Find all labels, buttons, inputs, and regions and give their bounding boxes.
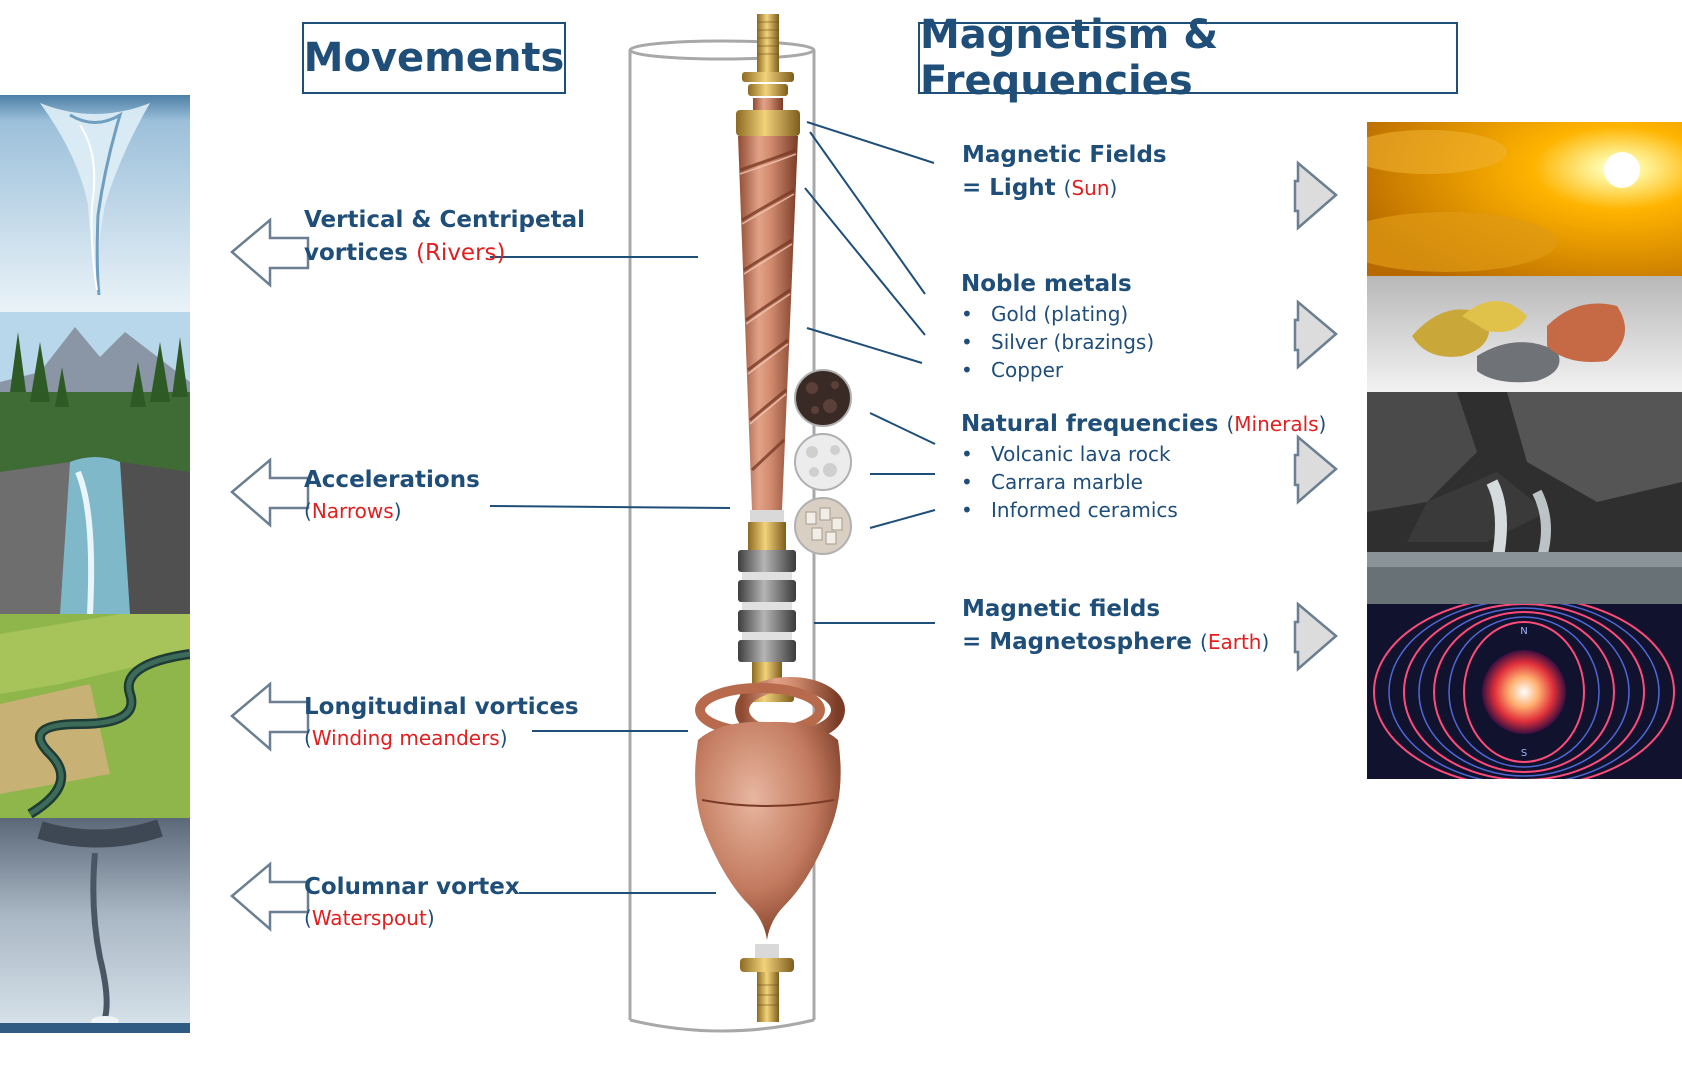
label-noble-metals: Noble metals [961,271,1132,297]
list-item: •Carrara marble [961,470,1143,494]
photo-meander [0,614,190,818]
mineral-samples [794,369,852,555]
paren: ( [415,240,425,266]
label-vertical-centripetal: Vertical & Centripetal vortices (Rivers) [304,204,585,270]
paren: ( [1226,412,1235,436]
arrow-right-icon [1293,434,1338,505]
right-arrows [1293,160,1338,672]
paren: ( [304,906,312,930]
globe-north-label: N [1520,626,1527,637]
marble-sample [794,433,852,491]
label-line: vortices [304,240,408,266]
note-rivers: Rivers [424,240,497,266]
bullet: • [961,470,973,494]
frequencies-list: •Volcanic lava rock •Carrara marble •Inf… [961,440,1178,524]
paren: ( [304,499,312,523]
note-waterspout: Waterspout [311,906,427,930]
note-narrows: Narrows [311,499,394,523]
bullet: • [961,498,973,522]
noble-metals-list: •Gold (plating) •Silver (brazings) •Copp… [961,300,1154,384]
movements-heading: Movements [302,22,566,94]
label-magnetic-fields-light: Magnetic Fields = Light (Sun) [962,139,1167,205]
label-accelerations: Accelerations (Narrows) [304,464,480,525]
bullet: • [961,302,973,326]
vortex-device [695,14,845,1022]
bullet: • [961,358,973,382]
paren: ) [1318,412,1327,436]
list-item: •Gold (plating) [961,302,1129,326]
globe-south-label: S [1521,748,1527,759]
label-columnar-vortex: Columnar vortex (Waterspout) [304,871,520,932]
label-line: = Magnetosphere [962,629,1192,655]
arrow-right-icon [1293,160,1338,231]
arrow-left-icon [230,681,310,752]
photo-stream-rocks [1367,392,1682,604]
label-line: = Light [962,175,1056,201]
arrow-left-icon [230,861,310,932]
label-longitudinal: Longitudinal vortices (Winding meanders) [304,691,579,752]
label-line: Longitudinal vortices [304,694,579,720]
bullet: • [961,330,973,354]
note-sun: Sun [1071,176,1110,200]
label-natural-frequencies: Natural frequencies (Minerals) [961,408,1326,441]
label-line: Accelerations [304,467,480,493]
label-line: Columnar vortex [304,874,520,900]
arrow-right-icon [1293,299,1338,370]
photo-waterspout [0,818,190,1033]
paren: ) [1109,176,1118,200]
paren: ) [496,240,506,266]
note-meanders: Winding meanders [311,726,500,750]
arrow-left-icon [230,457,310,528]
note-earth: Earth [1207,630,1262,654]
label-line: Magnetic fields [962,596,1161,622]
left-arrows [230,217,310,932]
paren: ) [393,499,402,523]
label-magnetic-fields-earth: Magnetic fields = Magnetosphere (Earth) [962,593,1269,659]
label-line: Vertical & Centripetal [304,207,586,233]
paren: ( [304,726,312,750]
list-item: •Silver (brazings) [961,330,1155,354]
photo-whirlpool [0,95,190,312]
arrow-right-icon [1293,601,1338,672]
magnetism-frequencies-heading: Magnetism & Frequencies [918,12,1458,104]
paren: ( [1063,176,1072,200]
photo-magnetosphere: N S [1367,604,1682,779]
label-line: Magnetic Fields [962,142,1167,168]
note-minerals: Minerals [1234,412,1319,436]
photo-noble-metals [1367,276,1682,392]
paren: ) [1261,630,1270,654]
leader-lines [489,121,936,894]
arrow-left-icon [230,217,310,288]
list-item: •Copper [961,358,1064,382]
paren: ) [426,906,435,930]
paren: ) [499,726,508,750]
bullet: • [961,442,973,466]
label-line: Natural frequencies [961,411,1219,437]
list-item: •Informed ceramics [961,498,1178,522]
list-item: •Volcanic lava rock [961,442,1171,466]
ceramics-sample [794,497,852,555]
photo-river-canyon [0,312,190,614]
photo-sun [1367,122,1682,276]
paren: ( [1200,630,1208,654]
lava-rock-sample [794,369,852,427]
